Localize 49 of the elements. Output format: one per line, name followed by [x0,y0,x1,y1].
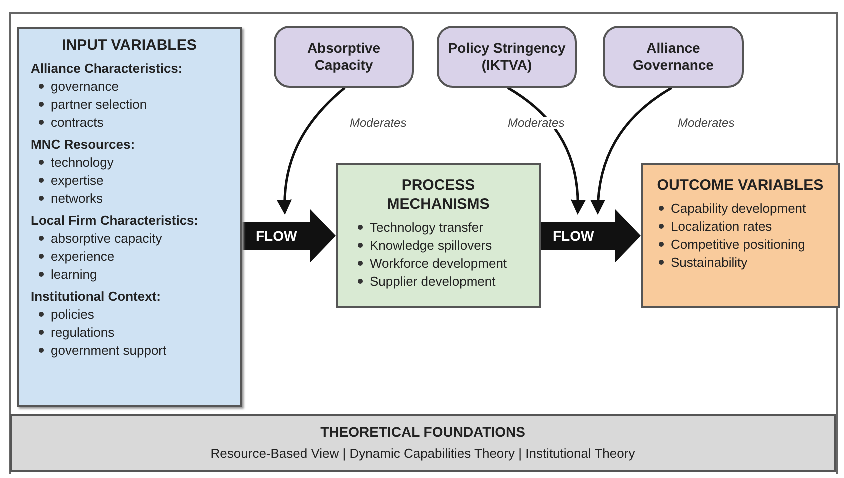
bullet-item: technology [31,154,228,172]
bullet-item: Supplier development [350,272,527,290]
bullet-item: Technology transfer [350,218,527,236]
moderator-box [603,26,744,88]
heading: OUTCOME VARIABLES [656,177,825,196]
edge-label: Moderates [350,117,407,129]
bullet-item: Localization rates [651,218,830,236]
subheading: Alliance Characteristics: [31,60,184,78]
arrow [590,86,673,215]
bullet-item: Capability development [651,200,830,218]
foundations-banner [10,414,836,472]
heading: INPUT VARIABLES [61,37,198,56]
bullet-item: government support [31,342,228,360]
moderator-label: Absorptive Capacity [306,40,382,74]
bullet-item: Workforce development [350,254,527,272]
process-box [336,163,541,308]
bullet-item: absorptive capacity [31,230,228,248]
moderator-box [274,26,414,88]
bullet-item: experience [31,248,228,266]
theory-list: Resource-Based View | Dynamic Capabilities Theory | Institutional Theory [210,446,636,462]
bullet-item: learning [31,266,228,284]
bullet-item: policies [31,306,228,324]
bullet-item: networks [31,190,228,208]
arrow [507,86,586,215]
moderator-label: Alliance Governance [632,40,715,74]
heading: PROCESS MECHANISMS [386,177,491,214]
edge-label: FLOW [553,229,594,243]
arrow [277,87,346,215]
flow-arrow [242,209,336,263]
flow-arrow [541,209,641,263]
input-panel [17,27,242,407]
subheading: Institutional Context: [31,288,162,306]
heading: THEORETICAL FOUNDATIONS [320,424,526,442]
bullet-item: regulations [31,324,228,342]
edge-label: Moderates [678,117,735,129]
bullet-item: Knowledge spillovers [350,236,527,254]
bullet-item: expertise [31,172,228,190]
edge-label: Moderates [508,117,565,129]
edge-label: FLOW [256,229,298,243]
bullet-item: governance [31,78,228,96]
bullet-item: Competitive positioning [651,236,830,254]
bullet-item: Sustainability [651,254,830,272]
subheading: MNC Resources: [31,136,136,154]
bullet-item: contracts [31,114,228,132]
moderator-label: Policy Stringency (IKTVA) [447,40,567,74]
moderator-box [437,26,577,88]
subheading: Local Firm Characteristics: [31,212,200,230]
bullet-item: partner selection [31,96,228,114]
outcome-box [641,163,840,308]
